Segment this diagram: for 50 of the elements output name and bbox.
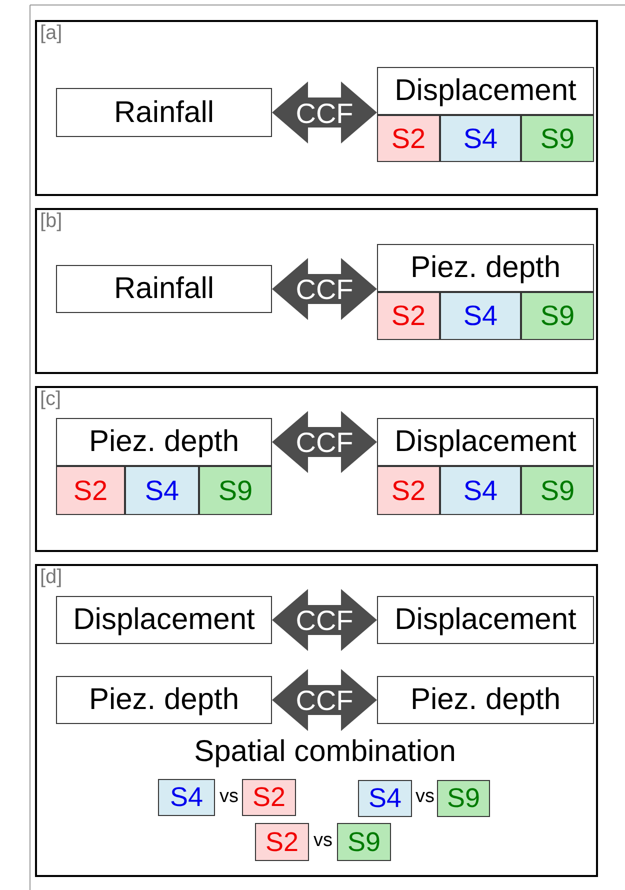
double-arrow — [272, 669, 377, 731]
double-arrow — [272, 82, 377, 144]
panel-tag: [a] — [40, 22, 62, 45]
station-cell: S4 — [440, 292, 521, 340]
panel-frame — [35, 386, 598, 552]
versus-text: vs — [220, 786, 238, 808]
text-box: Displacement — [377, 418, 594, 466]
edge-label: CCF — [296, 274, 354, 306]
section-heading: Spatial combination — [194, 735, 456, 769]
station-cell: S9 — [521, 115, 594, 162]
station-cell: S2 — [377, 466, 440, 515]
panel-frame — [35, 20, 598, 196]
station-cell: S2 — [242, 779, 296, 816]
text-box: Piez. depth — [377, 676, 594, 724]
text-box: Piez. depth — [377, 244, 594, 292]
station-cell: S2 — [377, 292, 440, 340]
edge-label: CCF — [296, 605, 354, 637]
station-cell: S2 — [56, 466, 125, 515]
station-cell: S2 — [255, 823, 309, 861]
text-box: Rainfall — [56, 265, 272, 313]
station-cell: S9 — [521, 466, 594, 515]
text-box: Piez. depth — [56, 676, 272, 724]
edge-label: CCF — [296, 427, 354, 459]
station-cell: S4 — [158, 779, 215, 816]
versus-text: vs — [314, 830, 332, 852]
station-cell: S4 — [440, 115, 521, 162]
text-box: Displacement — [377, 596, 594, 644]
station-cell: S4 — [358, 780, 412, 817]
panel-frame — [35, 564, 598, 877]
text-box: Displacement — [56, 596, 272, 644]
station-cell: S2 — [377, 115, 440, 162]
station-cell: S9 — [337, 823, 391, 861]
versus-text: vs — [416, 786, 434, 808]
text-box: Piez. depth — [56, 418, 272, 466]
double-arrow — [272, 589, 377, 651]
station-cell: S4 — [125, 466, 199, 515]
station-cell: S9 — [521, 292, 594, 340]
panel-frame — [35, 208, 598, 374]
panel-tag: [d] — [40, 566, 62, 589]
panel-tag: [b] — [40, 210, 62, 233]
station-cell: S9 — [199, 466, 272, 515]
text-box: Displacement — [377, 67, 594, 115]
text-box: Rainfall — [56, 88, 272, 137]
double-arrow — [272, 258, 377, 320]
panel-tag: [c] — [40, 388, 62, 411]
station-cell: S4 — [440, 466, 521, 515]
double-arrow — [272, 411, 377, 473]
edge-label: CCF — [296, 98, 354, 130]
station-cell: S9 — [437, 780, 490, 817]
edge-label: CCF — [296, 685, 354, 717]
